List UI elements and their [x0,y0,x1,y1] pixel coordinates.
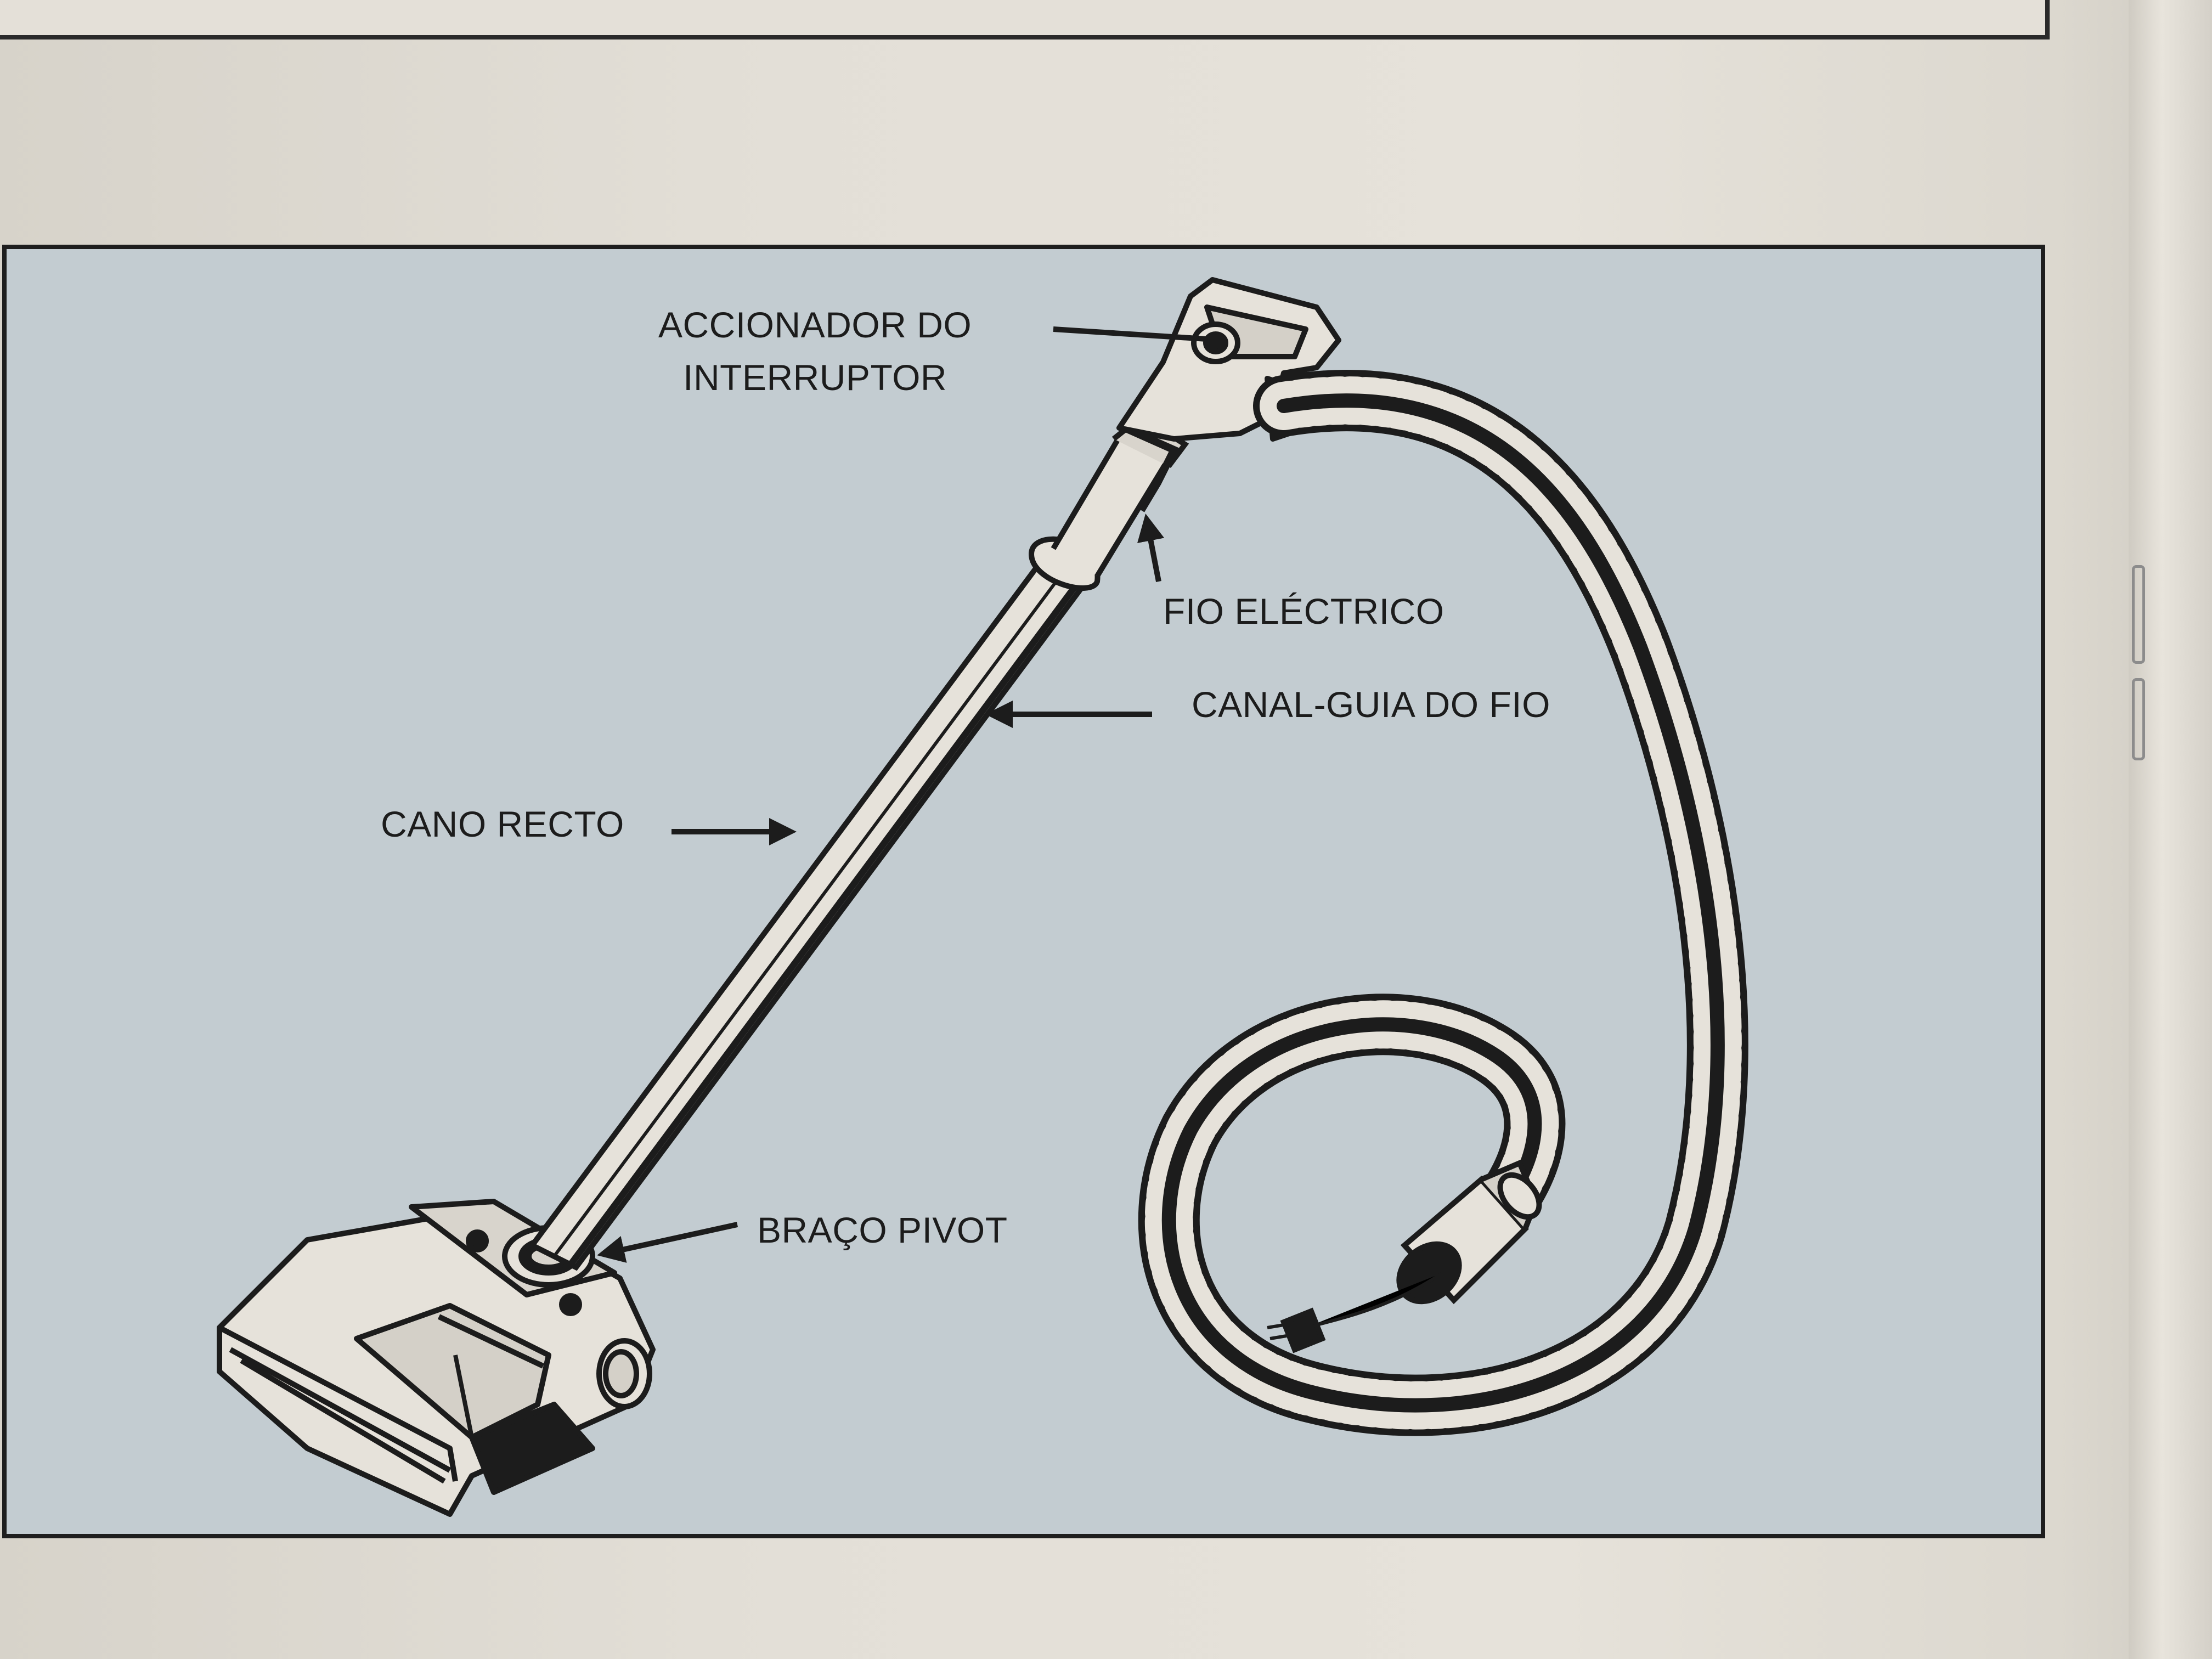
cord-arrow [1137,514,1165,582]
switch-arrow [1053,326,1207,342]
flexible-hose [1138,370,1748,1436]
hose-end-connector [1267,1159,1542,1353]
staple-top [2132,565,2145,664]
cord-guide-label: CANAL-GUIA DO FIO [1192,684,1550,725]
pivot-arrow [597,1222,738,1263]
wand-label: CANO RECTO [381,804,624,844]
cord-label: FIO ELÉCTRICO [1163,591,1444,631]
previous-section-box [0,0,2050,40]
callout-arrows [597,326,1207,1263]
page-edge [2129,0,2212,1659]
straight-wand [528,413,1189,1271]
switch-label: ACCIONADOR DO INTERRUPTOR [658,304,972,398]
staple-bottom [2132,678,2145,760]
pivot-label: BRAÇO PIVOT [757,1210,1008,1250]
